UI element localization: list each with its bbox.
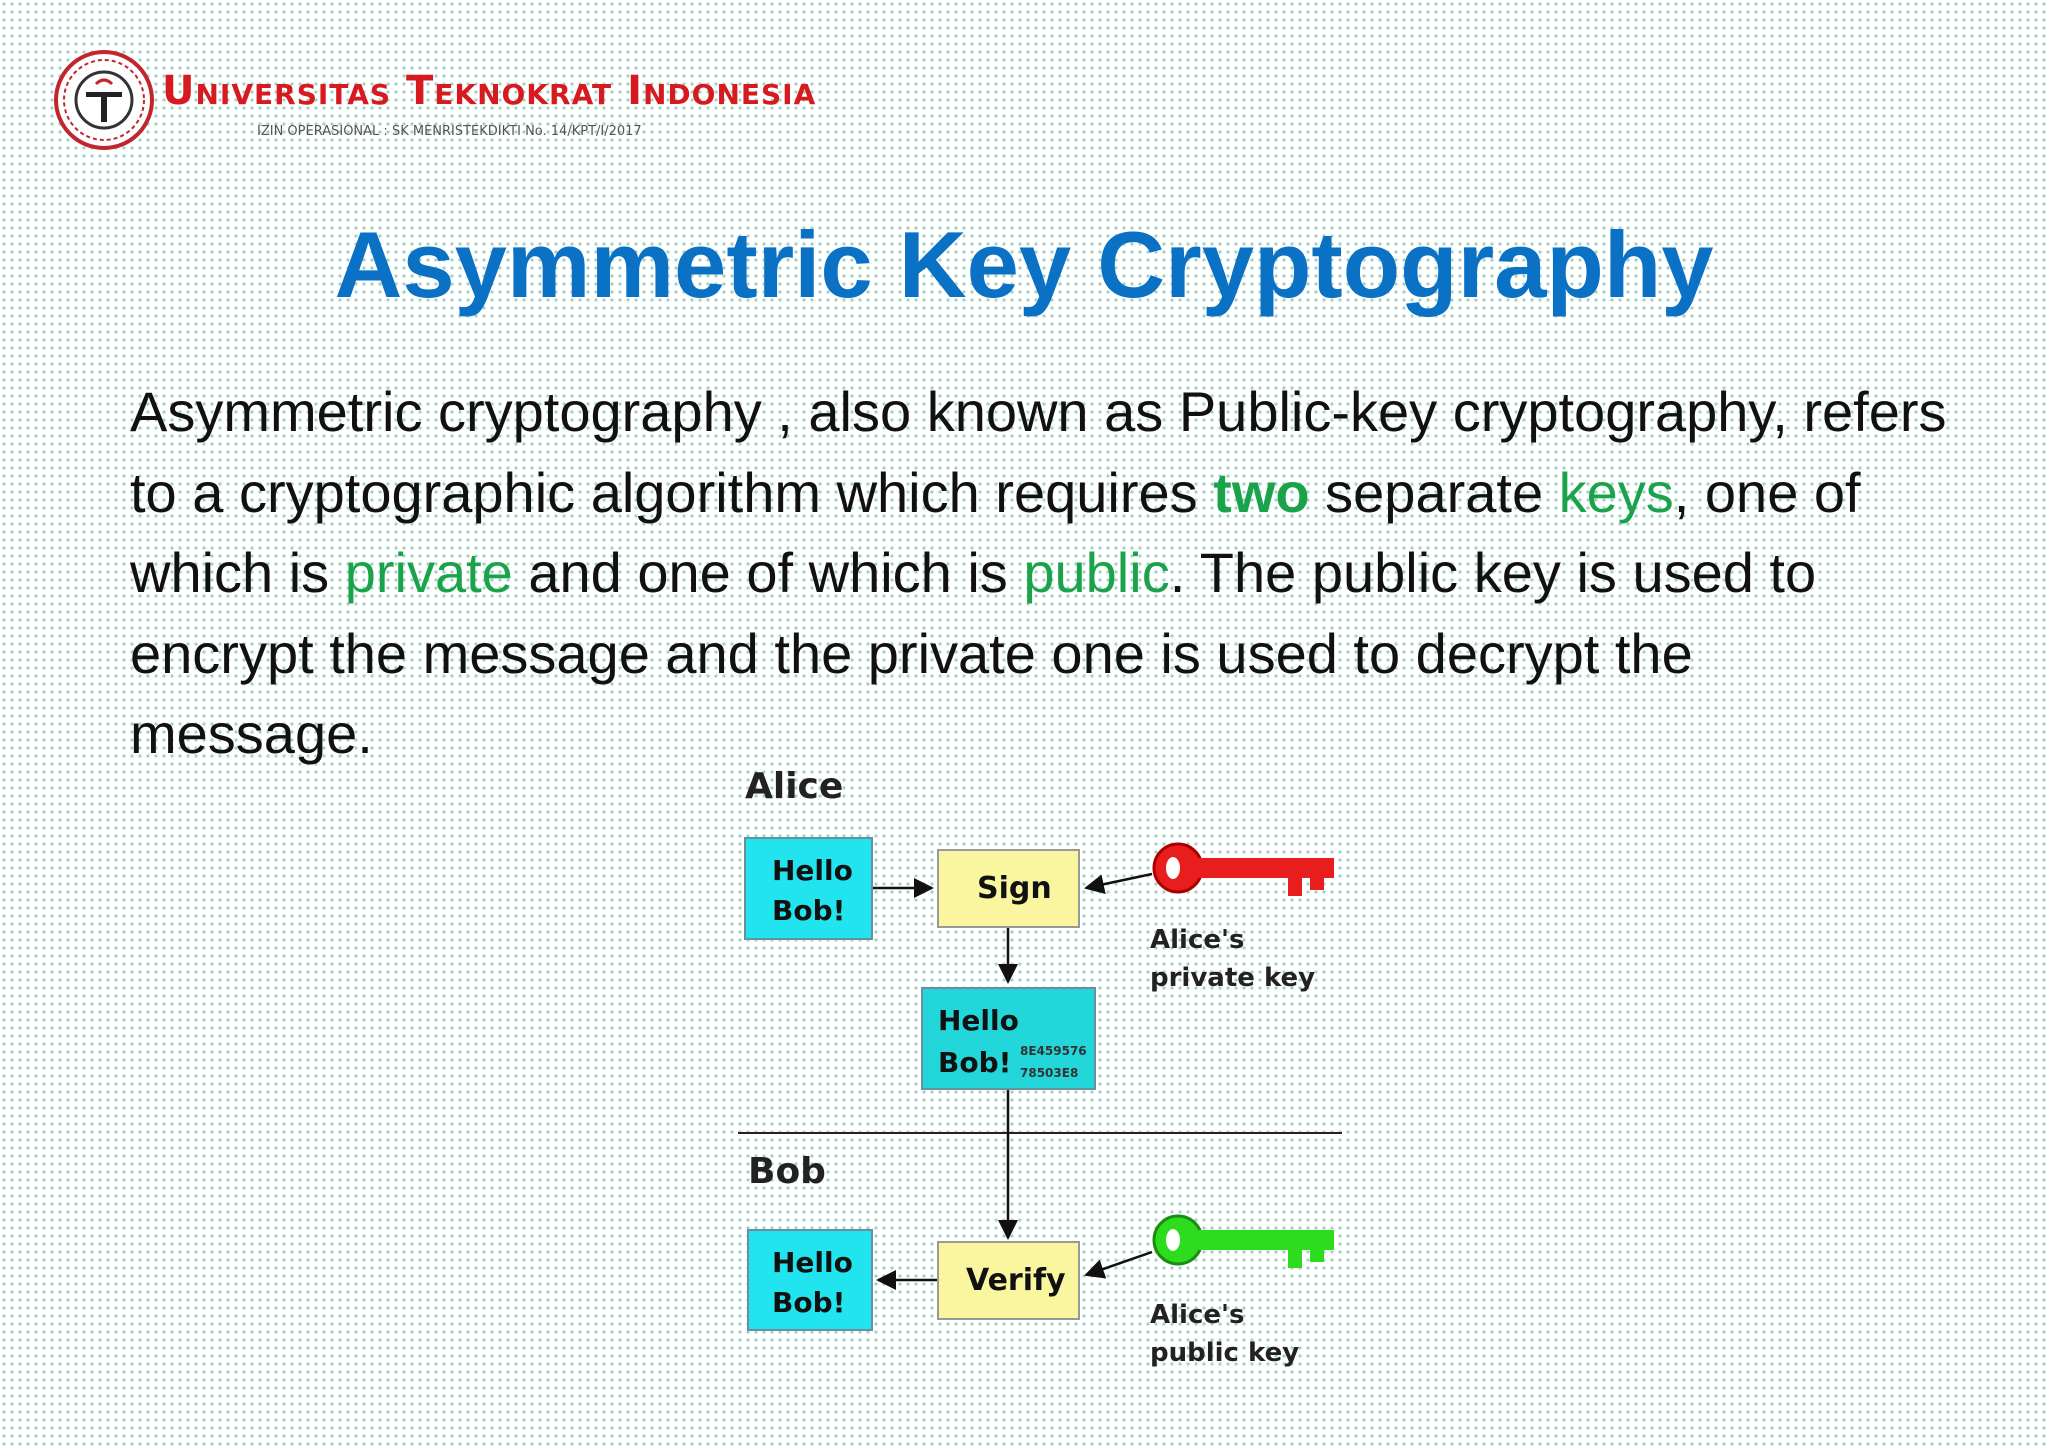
text-segment: and one of which is	[512, 541, 1024, 604]
bob-label: Bob	[748, 1151, 826, 1192]
signed-message-line1: Hello	[938, 1004, 1019, 1037]
bob-message-box	[747, 1229, 873, 1331]
verify-label: Verify	[966, 1263, 1066, 1298]
highlight-public: public	[1023, 541, 1170, 604]
public-key-label-line2: public key	[1150, 1338, 1299, 1368]
private-key-label-line2: private key	[1150, 963, 1315, 993]
public-key-icon	[1152, 1214, 1334, 1268]
signed-message-box	[921, 987, 1096, 1090]
highlight-private: private	[344, 541, 513, 604]
sign-box	[937, 849, 1080, 928]
university-seal-icon	[54, 50, 154, 150]
text-segment: , one of which is	[130, 460, 1861, 605]
signature-line2: 78503E8	[1020, 1066, 1078, 1080]
arrow-private-key-to-sign	[1084, 872, 1153, 895]
bob-message-line2: Bob!	[772, 1286, 845, 1319]
public-key-label-line1: Alice's	[1150, 1300, 1244, 1330]
bob-message-line1: Hello	[772, 1246, 853, 1279]
arrow-public-key-to-verify	[1084, 1250, 1153, 1279]
alice-message-line1: Hello	[772, 854, 853, 887]
university-license: IZIN OPERASIONAL : SK MENRISTEKDIKTI No.…	[257, 124, 642, 139]
text-segment: . The public key is used to encrypt the …	[130, 541, 1817, 765]
alice-message-line2: Bob!	[772, 894, 845, 927]
text-segment: Asymmetric cryptography , also known as …	[130, 380, 1947, 524]
alice-label: Alice	[745, 766, 843, 807]
alice-message-box	[744, 837, 873, 940]
sign-label: Sign	[977, 871, 1052, 906]
highlight-two: two	[1213, 460, 1310, 524]
university-logo: Universitas Teknokrat Indonesia IZIN OPE…	[52, 48, 815, 150]
signature-line1: 8E459576	[1020, 1044, 1087, 1058]
signed-message-line2: Bob!	[938, 1046, 1011, 1079]
slide-title: Asymmetric Key Cryptography	[334, 212, 1714, 317]
description-paragraph: Asymmetric cryptography , also known as …	[130, 372, 1950, 775]
private-key-icon	[1152, 842, 1334, 896]
highlight-keys: keys	[1558, 460, 1674, 524]
verify-box	[937, 1241, 1080, 1320]
university-name: Universitas Teknokrat Indonesia	[162, 68, 817, 114]
private-key-label-line1: Alice's	[1150, 925, 1244, 955]
text-segment: separate	[1309, 460, 1559, 524]
signature-diagram: Alice Hello Bob! Sign Alice's private ke…	[738, 766, 1342, 1368]
